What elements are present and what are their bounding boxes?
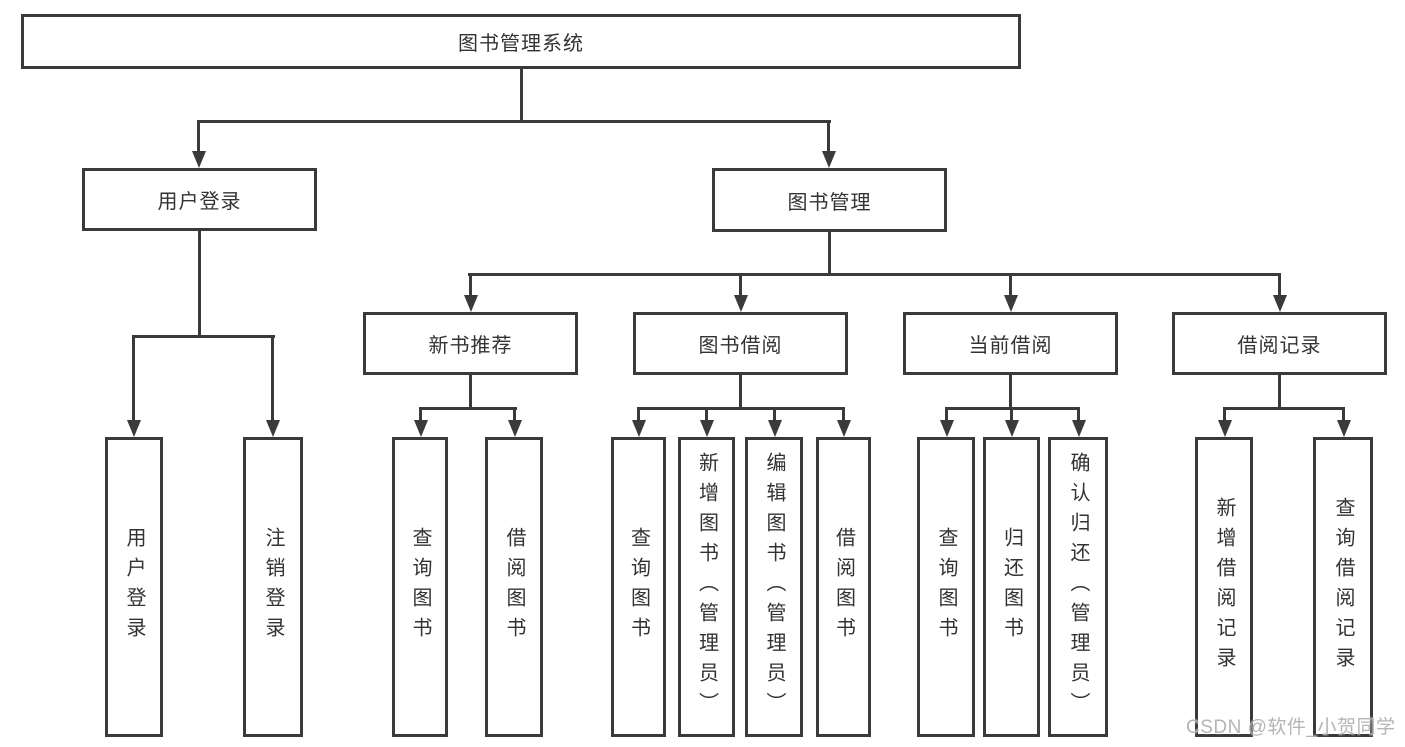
connector-line: [739, 273, 742, 296]
node-label: 查询借阅记录: [1332, 497, 1354, 677]
node-borrow-records: 借阅记录: [1172, 312, 1387, 375]
leaf-user-login: 用户登录: [105, 437, 163, 737]
arrow-down-icon: [822, 151, 836, 168]
connector-line: [773, 407, 776, 422]
node-current-borrow: 当前借阅: [903, 312, 1118, 375]
connector-line: [198, 231, 201, 338]
arrow-down-icon: [768, 420, 782, 437]
watermark: CSDN @软件_小贺同学: [1186, 717, 1396, 738]
connector-line: [419, 407, 422, 422]
leaf-add-books-admin: 新增图书（管理员）: [678, 437, 735, 737]
node-label: 借阅记录: [1237, 335, 1322, 357]
arrow-down-icon: [192, 151, 206, 168]
connector-line: [520, 69, 523, 120]
connector-line: [1342, 407, 1345, 422]
node-label: 新增借阅记录: [1213, 497, 1235, 677]
node-label: 用户登录: [157, 191, 242, 213]
connector-line: [132, 335, 135, 421]
connector-line: [637, 407, 640, 422]
leaf-query-books-recommend: 查询图书: [392, 437, 448, 737]
connector-line: [197, 120, 200, 152]
connector-line: [468, 273, 1281, 276]
connector-line: [637, 407, 845, 410]
arrow-down-icon: [266, 420, 280, 437]
connector-line: [1278, 273, 1281, 296]
leaf-borrow-books: 借阅图书: [816, 437, 871, 737]
node-label: 查询图书: [627, 527, 650, 647]
node-label: 确认归还（管理员）: [1067, 452, 1089, 722]
node-label: 图书管理系统: [458, 33, 584, 55]
leaf-confirm-return-admin: 确认归还（管理员）: [1048, 437, 1108, 737]
leaf-borrow-books-recommend: 借阅图书: [485, 437, 543, 737]
connector-line: [1278, 375, 1281, 410]
node-user-login: 用户登录: [82, 168, 317, 231]
node-library-management-system: 图书管理系统: [21, 14, 1021, 69]
arrow-down-icon: [1072, 420, 1086, 437]
arrow-down-icon: [1218, 420, 1232, 437]
arrow-down-icon: [1337, 420, 1351, 437]
node-label: 注销登录: [262, 527, 284, 647]
connector-line: [945, 407, 948, 422]
node-label: 归还图书: [1000, 527, 1023, 647]
connector-line: [132, 335, 275, 338]
connector-line: [828, 232, 831, 276]
node-label: 新增图书（管理员）: [695, 452, 718, 722]
node-label: 新书推荐: [428, 335, 513, 357]
arrow-down-icon: [1273, 295, 1287, 312]
connector-line: [1010, 407, 1013, 422]
connector-line: [1009, 375, 1012, 410]
arrow-down-icon: [700, 420, 714, 437]
node-label: 查询图书: [935, 527, 957, 647]
arrow-down-icon: [940, 420, 954, 437]
leaf-add-borrow-record: 新增借阅记录: [1195, 437, 1253, 737]
node-label: 借阅图书: [832, 527, 855, 647]
connector-line: [827, 120, 830, 152]
node-label: 用户登录: [123, 527, 145, 647]
connector-line: [705, 407, 708, 422]
arrow-down-icon: [1004, 295, 1018, 312]
arrow-down-icon: [414, 420, 428, 437]
node-label: 当前借阅: [968, 335, 1053, 357]
connector-line: [1223, 407, 1226, 422]
connector-line: [1009, 273, 1012, 296]
connector-line: [271, 335, 274, 421]
leaf-query-books-current: 查询图书: [917, 437, 975, 737]
leaf-query-borrow-record: 查询借阅记录: [1313, 437, 1373, 737]
node-label: 查询图书: [409, 527, 431, 647]
node-book-management: 图书管理: [712, 168, 947, 232]
leaf-query-books-borrow: 查询图书: [611, 437, 666, 737]
connector-line: [1223, 407, 1345, 410]
node-book-borrow: 图书借阅: [633, 312, 848, 375]
arrow-down-icon: [508, 420, 522, 437]
node-label: 图书管理: [787, 191, 872, 214]
connector-line: [842, 407, 845, 422]
leaf-return-books: 归还图书: [983, 437, 1040, 737]
node-label: 编辑图书（管理员）: [763, 452, 785, 722]
node-label: 借阅图书: [503, 527, 525, 647]
arrow-down-icon: [837, 420, 851, 437]
arrow-down-icon: [734, 295, 748, 312]
arrow-down-icon: [1005, 420, 1019, 437]
connector-line: [469, 273, 472, 296]
leaf-edit-books-admin: 编辑图书（管理员）: [745, 437, 803, 737]
node-label: 图书借阅: [698, 335, 783, 357]
arrow-down-icon: [632, 420, 646, 437]
connector-line: [419, 407, 517, 410]
connector-line: [469, 375, 472, 410]
leaf-logout: 注销登录: [243, 437, 303, 737]
connector-line: [1077, 407, 1080, 422]
connector-line: [513, 407, 516, 422]
connector-line: [197, 120, 831, 123]
node-new-book-recommend: 新书推荐: [363, 312, 578, 375]
arrow-down-icon: [127, 420, 141, 437]
connector-line: [739, 375, 742, 410]
arrow-down-icon: [464, 295, 478, 312]
